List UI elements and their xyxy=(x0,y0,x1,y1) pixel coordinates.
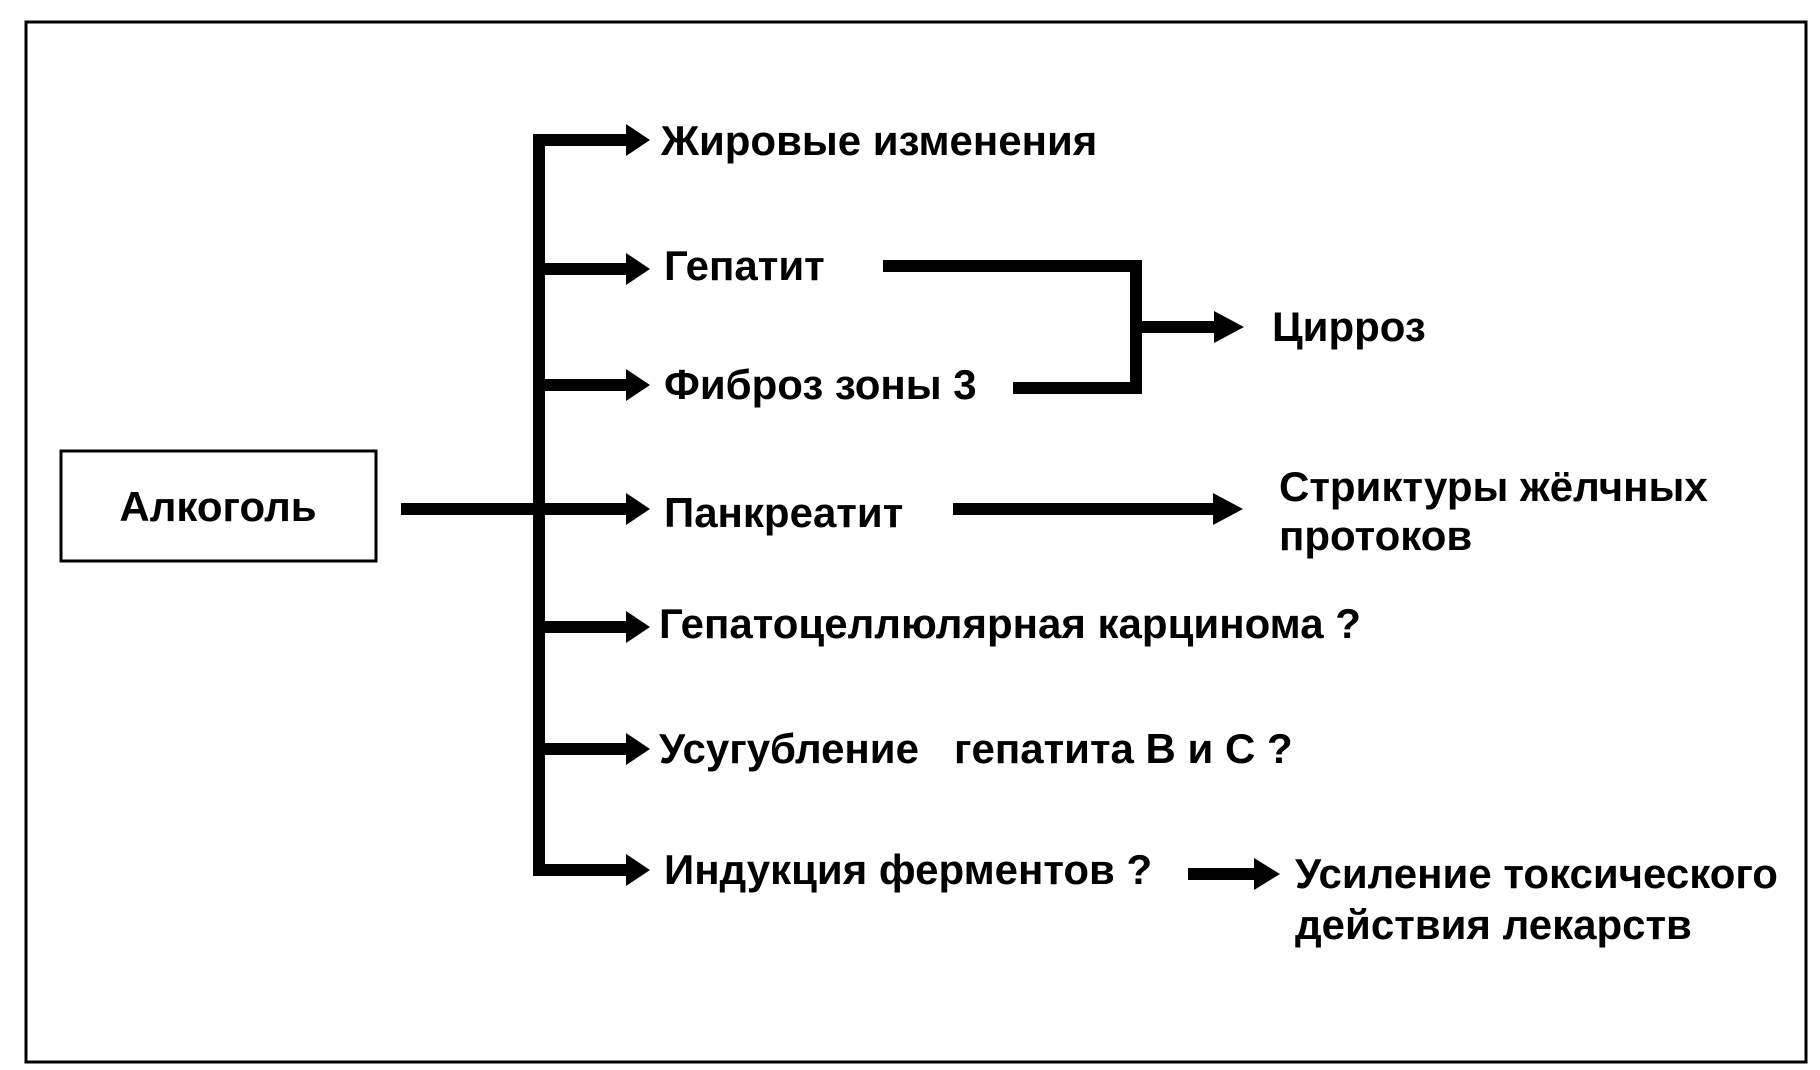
label-hcc: Гепатоцеллюлярная карцинома ? xyxy=(659,600,1361,647)
label-pancreatitis: Панкреатит xyxy=(664,489,903,536)
cirrhosis-connector xyxy=(883,260,1244,394)
label-bile-strictures: Стриктуры жёлчных протоков xyxy=(1279,463,1719,559)
label-cirrhosis: Цирроз xyxy=(1272,303,1426,350)
arrowhead-toxicity xyxy=(1254,858,1280,890)
arrowhead-enzyme xyxy=(626,854,650,886)
label-fatty-changes: Жировые изменения xyxy=(660,117,1097,164)
label-bile-strictures-line2: протоков xyxy=(1279,512,1472,559)
branch-arrows xyxy=(533,124,650,886)
label-drug-toxicity: Усиление токсического действия лекарств xyxy=(1295,850,1790,948)
arrowhead-fibrosis xyxy=(626,369,650,401)
label-fibrosis-zone3: Фиброз зоны 3 xyxy=(664,361,977,408)
source-label: Алкоголь xyxy=(119,483,316,530)
arrowhead-cirrhosis xyxy=(1214,311,1244,343)
outer-frame xyxy=(24,20,1808,1064)
label-drug-toxicity-line2: действия лекарств xyxy=(1295,901,1692,948)
label-hepatitis: Гепатит xyxy=(664,242,825,289)
label-worsening-bc: Усугубление гепатита В и С ? xyxy=(659,725,1293,772)
label-drug-toxicity-line1: Усиление токсического xyxy=(1295,850,1778,897)
label-bile-strictures-line1: Стриктуры жёлчных xyxy=(1279,463,1708,510)
arrowhead-fatty xyxy=(626,124,650,156)
label-enzyme-induction: Индукция ферментов ? xyxy=(664,846,1152,893)
arrowhead-hepatitis xyxy=(626,253,650,285)
arrowhead-strictures xyxy=(1213,493,1243,525)
arrowhead-worsening xyxy=(626,733,650,765)
source-box xyxy=(59,449,378,563)
arrowhead-hcc xyxy=(626,611,650,643)
arrowhead-pancreatitis xyxy=(626,493,650,525)
